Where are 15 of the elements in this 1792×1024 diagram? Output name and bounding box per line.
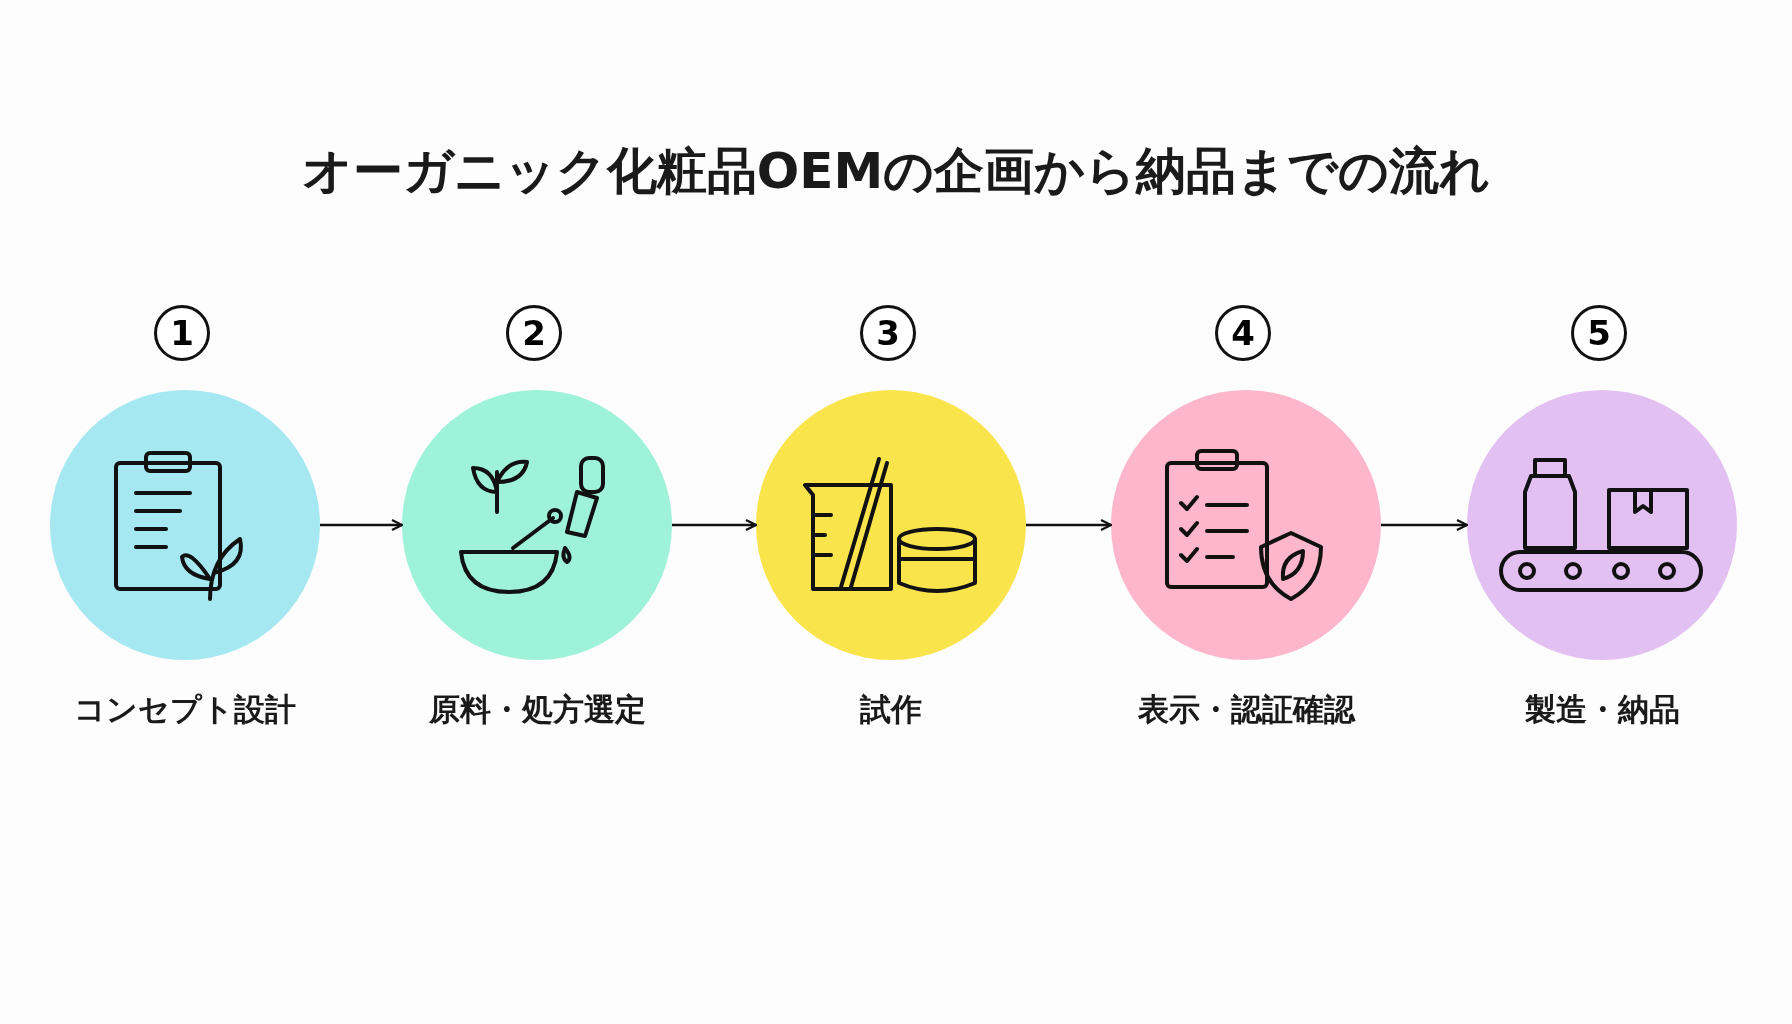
step-number: 5: [1571, 305, 1627, 361]
step-number: 3: [860, 305, 916, 361]
step-label: 原料・処方選定: [428, 690, 646, 729]
arrow: [1026, 518, 1113, 532]
arrow: [1381, 518, 1469, 532]
title: オーガニック化粧品OEMの企画から納品までの流れ: [300, 141, 1492, 202]
step-label: 表示・認証確認: [1137, 690, 1355, 729]
step-label: 試作: [860, 690, 922, 729]
arrow: [672, 518, 758, 532]
step-number: 1: [154, 305, 210, 361]
step-number: 4: [1215, 305, 1271, 361]
step-number: 2: [506, 305, 562, 361]
step-label: 製造・納品: [1524, 690, 1680, 729]
step-label: コンセプト設計: [74, 690, 296, 729]
arrow: [320, 518, 404, 532]
